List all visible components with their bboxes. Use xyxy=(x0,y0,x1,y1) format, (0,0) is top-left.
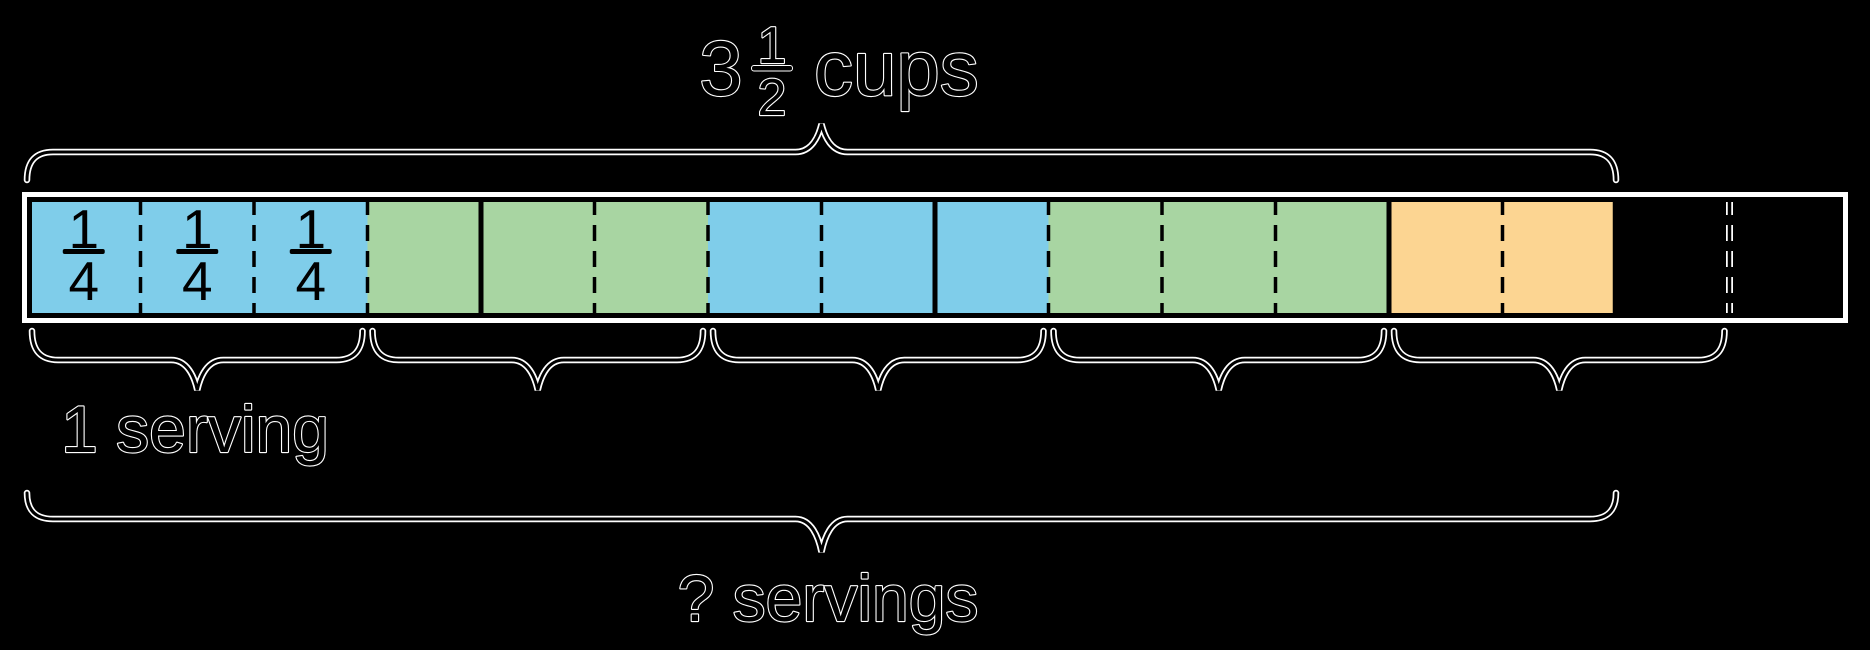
total-servings-brace xyxy=(23,489,1620,553)
quarter-fraction-bar xyxy=(289,249,332,254)
total-servings-brace-casing xyxy=(23,489,1620,553)
quarter-fraction-denominator: 4 xyxy=(68,250,99,312)
quarter-fraction-label: 14 xyxy=(62,198,105,312)
serving-brace-core xyxy=(711,329,1045,391)
cups-brace-core xyxy=(25,123,1618,182)
bar-cell xyxy=(708,199,822,316)
bar-cell xyxy=(821,199,935,316)
cups-fraction-denominator: 2 xyxy=(758,69,787,127)
serving-brace xyxy=(28,327,366,391)
serving-brace-core xyxy=(30,329,364,391)
quarter-fraction-label: 14 xyxy=(176,198,219,312)
bar-cell xyxy=(1275,199,1389,316)
total-servings-label: ? servings xyxy=(678,561,979,635)
bar-outline xyxy=(27,197,1843,318)
total-cups-label: 3 1 2 cups xyxy=(698,16,980,128)
cell-separators xyxy=(138,197,1733,318)
cups-whole-number: 3 xyxy=(699,24,742,112)
bar-cell xyxy=(1502,199,1616,316)
quarter-fraction-bar xyxy=(62,249,105,254)
bar-cell xyxy=(1389,199,1503,316)
serving-label: 1 serving xyxy=(61,392,329,466)
serving-brace-core xyxy=(371,329,705,391)
bar-outline-casing xyxy=(22,192,1848,323)
serving-brace xyxy=(1390,327,1728,391)
serving-brace xyxy=(369,327,707,391)
serving-brace-core xyxy=(1052,329,1386,391)
bar-cell xyxy=(140,199,254,316)
bar-outline-border xyxy=(27,197,1843,318)
bar-cell xyxy=(254,199,368,316)
serving-brace xyxy=(1050,327,1388,391)
quarter-fraction-denominator: 4 xyxy=(295,250,326,312)
quarter-fraction-bar xyxy=(176,249,219,254)
bar-cell xyxy=(367,199,481,316)
quarter-fraction-label: 14 xyxy=(289,198,332,312)
bar-cell xyxy=(27,199,141,316)
quarter-labels: 14 14 14 xyxy=(62,198,332,312)
serving-brace xyxy=(709,327,1047,391)
quarter-fraction-denominator: 4 xyxy=(182,250,213,312)
bar-cell xyxy=(935,199,1049,316)
bar-cells xyxy=(27,199,1616,316)
cups-brace xyxy=(23,123,1620,184)
cups-fraction-bar xyxy=(751,65,793,72)
bar-cell xyxy=(1162,199,1276,316)
bar-cell xyxy=(481,199,595,316)
bar-cell xyxy=(594,199,708,316)
bar-cell xyxy=(1048,199,1162,316)
braces xyxy=(23,123,1728,553)
total-servings-brace-core xyxy=(25,491,1618,553)
serving-brace-core xyxy=(1392,329,1726,391)
cups-unit-label: cups xyxy=(814,24,979,112)
bar-outline-casing xyxy=(22,192,1848,323)
